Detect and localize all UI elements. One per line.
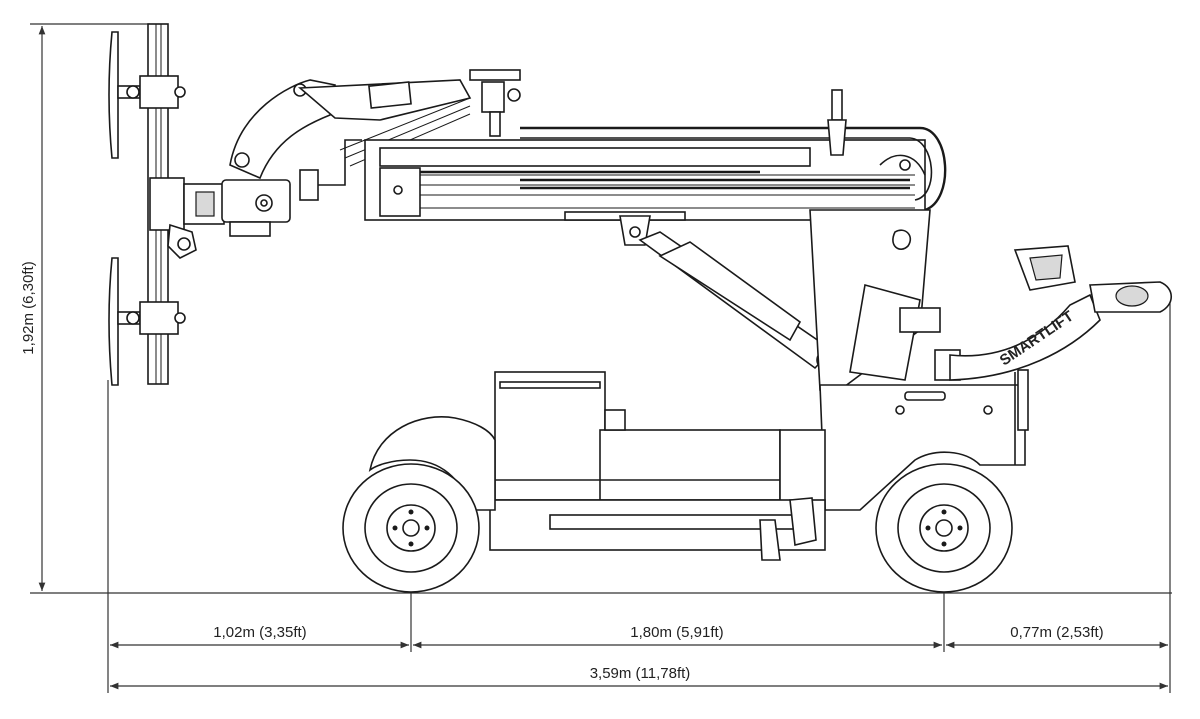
front-overhang-label: 1,02m (3,35ft): [213, 624, 306, 641]
wheelbase-label: 1,80m (5,91ft): [630, 624, 723, 641]
motor-housing: [599, 429, 781, 501]
machine-drawing: SMARTLIFT: [108, 23, 1173, 593]
boom-assembly: [221, 69, 947, 246]
suction-cup-lower: [108, 257, 119, 386]
rear-wheel: [875, 463, 1013, 593]
top-fitting: [469, 69, 521, 81]
mast-column: [809, 209, 961, 391]
suction-cup-upper: [108, 31, 119, 159]
cable-chain: [520, 126, 947, 212]
vacuum-head: [108, 23, 225, 386]
battery-box: [494, 371, 606, 501]
boom-telescopic-cylinder: [379, 147, 811, 167]
height-label: 1,92m (6,30ft): [20, 261, 37, 354]
total-length-label: 3,59m (11,78ft): [590, 665, 691, 682]
frame-bracket-lower: [139, 301, 179, 335]
rotator-unit: [299, 169, 319, 201]
chassis: SMARTLIFT: [368, 245, 1173, 561]
rear-overhang-label: 0,77m (2,53ft): [1010, 624, 1103, 641]
rear-body: [819, 384, 1026, 511]
front-wheel: [342, 463, 480, 593]
wrist-link: [229, 79, 336, 180]
head-center-mount: [149, 177, 185, 231]
dimension-lines: 1,92m (6,30ft) 1,02m (3,35ft) 1,80m (5,9…: [20, 23, 1172, 693]
tiller-arm: [949, 293, 1101, 381]
lift-cylinder: [638, 231, 836, 370]
frame-bracket-upper: [139, 75, 179, 109]
boom-light: [831, 89, 843, 121]
